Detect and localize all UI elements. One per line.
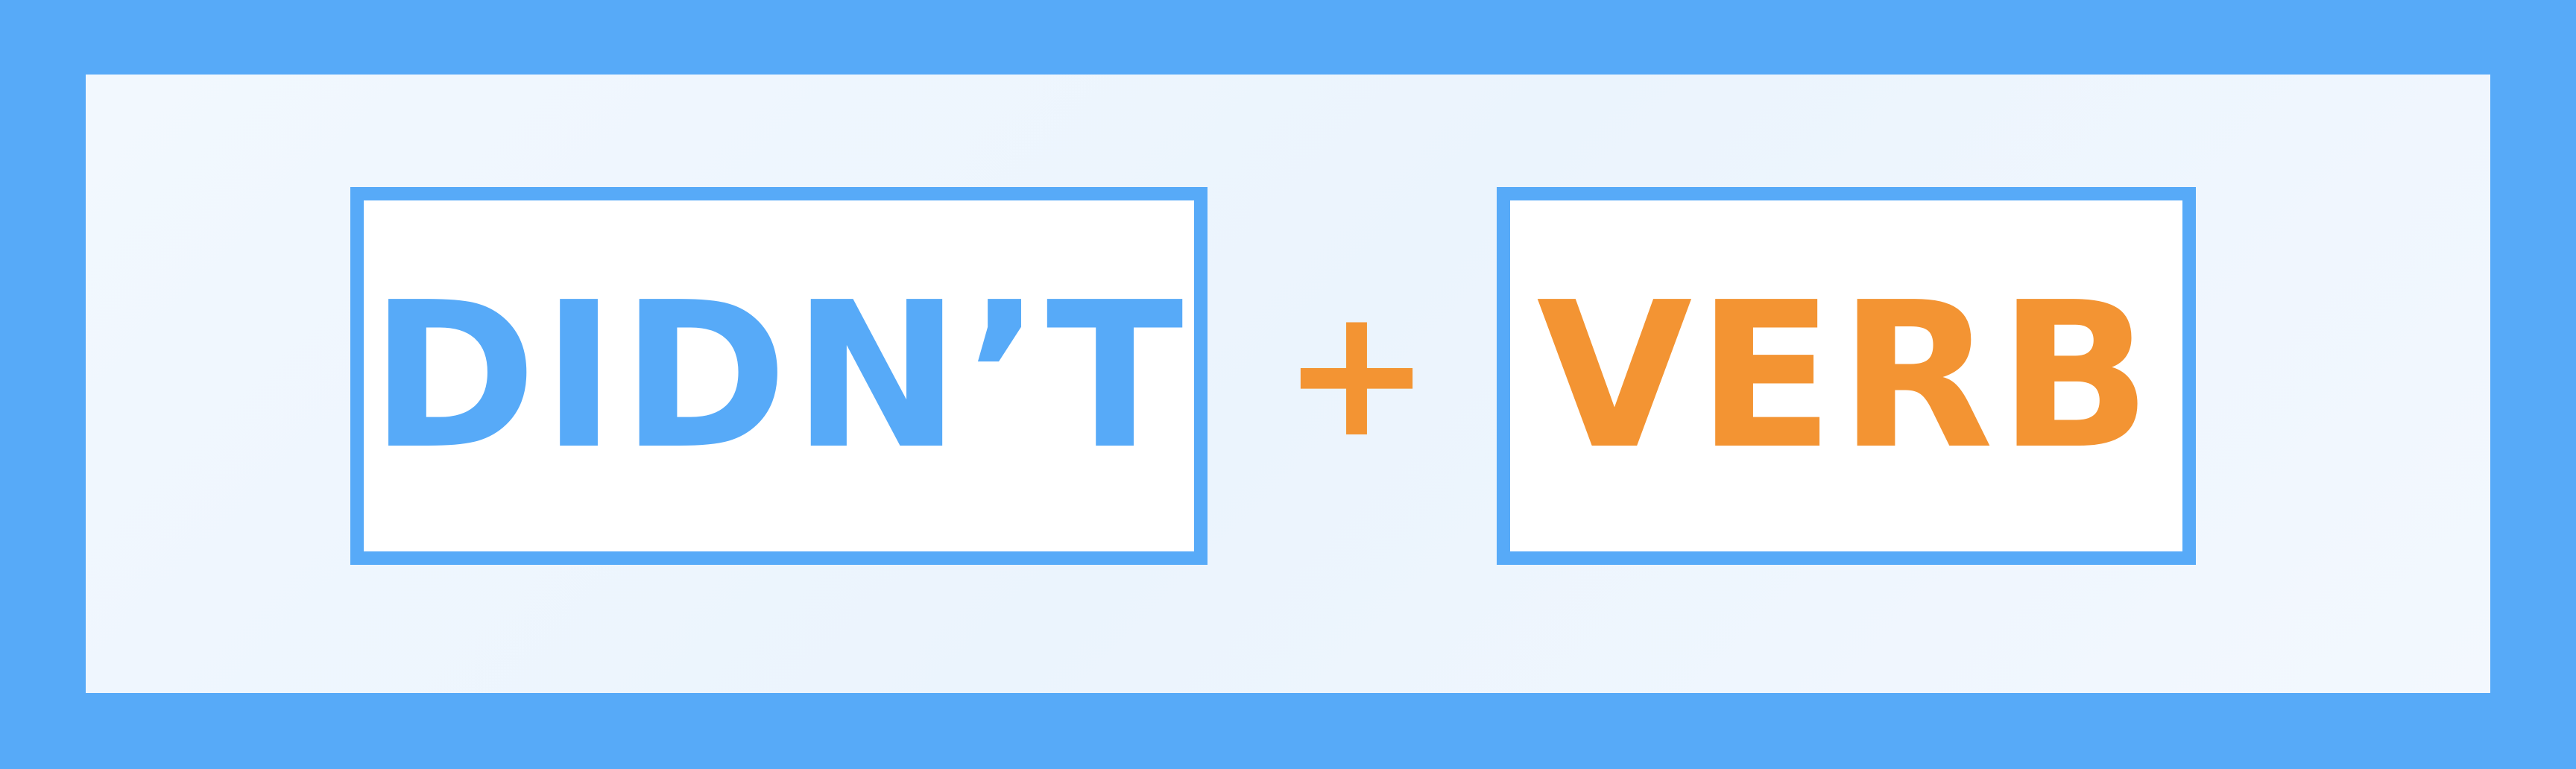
plus-operator: + [1281,268,1432,477]
right-term-box: VERB [1497,187,2196,565]
left-term-text: DIDN’T [370,258,1188,493]
left-term-box: DIDN’T [350,187,1208,565]
right-term-text: VERB [1536,258,2156,493]
